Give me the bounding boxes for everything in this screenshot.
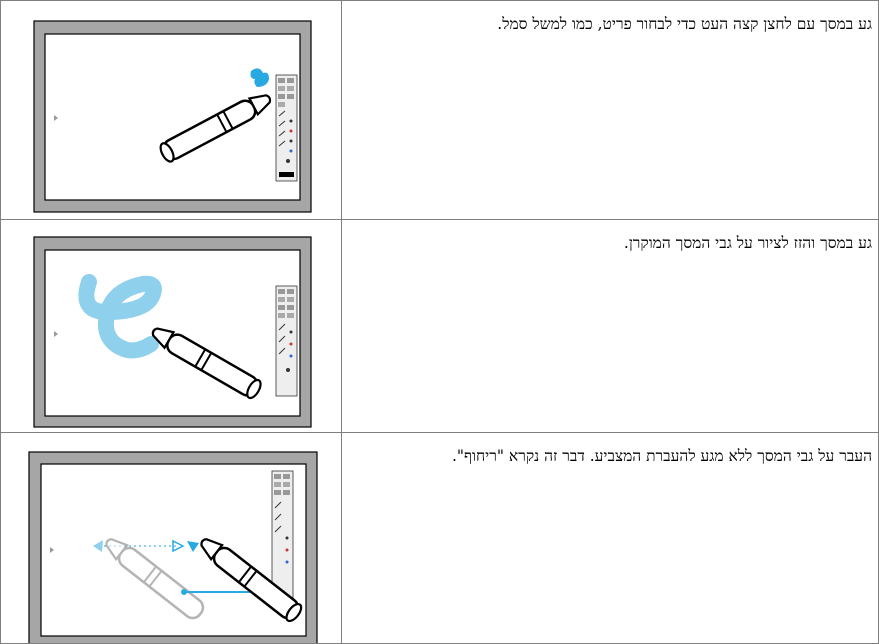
table-row: גע במסך עם לחצן קצה העט כדי לבחור פריט, … <box>0 0 879 220</box>
touch-select-illustration <box>1 1 342 220</box>
hover-illustration <box>1 433 342 643</box>
touch-draw-illustration <box>1 220 342 433</box>
illustration-cell <box>0 220 342 433</box>
table-row: גע במסך והזז לציור על גבי המסך המוקרן. <box>0 219 879 433</box>
instruction-text: העבר על גבי המסך ללא מגע להעברת המצביע. … <box>342 433 879 643</box>
illustration-cell <box>0 433 342 643</box>
instruction-text: גע במסך והזז לציור על גבי המסך המוקרן. <box>342 220 879 433</box>
table-row: העבר על גבי המסך ללא מגע להעברת המצביע. … <box>0 432 879 644</box>
toolbar-palette-icon <box>272 471 293 601</box>
toolbar-palette-icon <box>276 75 297 181</box>
illustration-cell <box>0 1 342 220</box>
toolbar-palette-icon <box>276 286 297 396</box>
instruction-text: גע במסך עם לחצן קצה העט כדי לבחור פריט, … <box>342 1 879 220</box>
